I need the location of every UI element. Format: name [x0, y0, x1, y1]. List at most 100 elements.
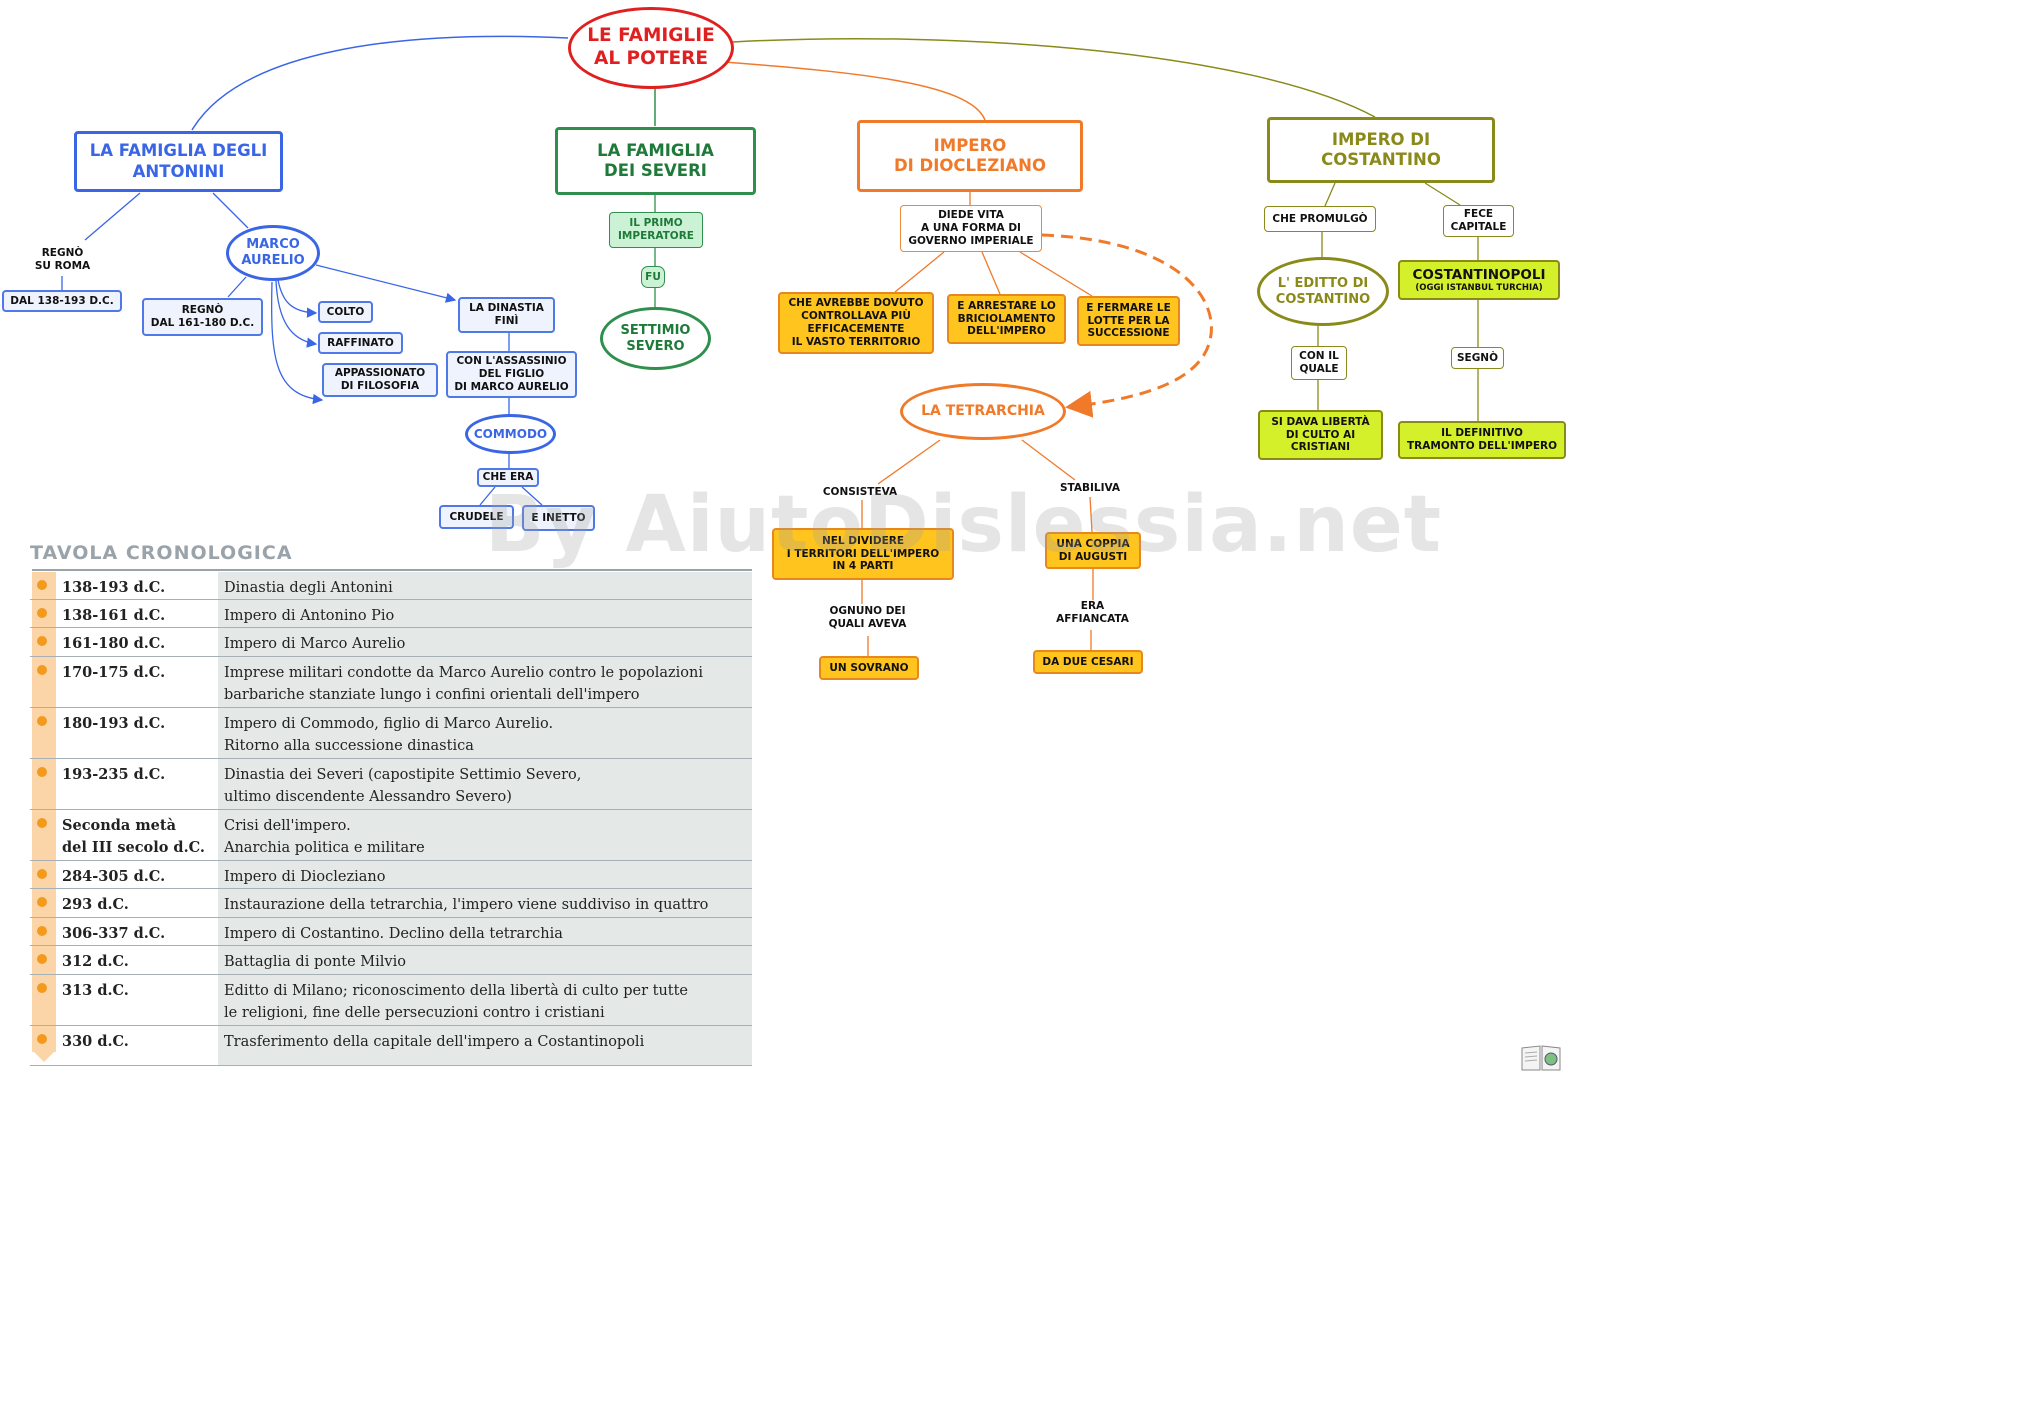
- timeline-bullet-icon: [37, 926, 47, 936]
- promulgo-box: CHE PROMULGÒ: [1264, 206, 1376, 232]
- assassinio-box: CON L'ASSASSINIO DEL FIGLIO DI MARCO AUR…: [446, 351, 577, 398]
- timeline-date: 170-175 d.C.: [62, 664, 166, 681]
- crudele-box: CRUDELE: [439, 505, 514, 529]
- timeline-date: 193-235 d.C.: [62, 766, 166, 783]
- timeline-bullet-icon: [37, 1034, 47, 1044]
- inetto-box: E INETTO: [522, 505, 595, 531]
- timeline-arrow-icon: [32, 1050, 56, 1062]
- commodo-node: COMMODO: [465, 414, 556, 454]
- liberta-box: SI DAVA LIBERTÀ DI CULTO AI CRISTIANI: [1258, 410, 1383, 460]
- timeline-description: Dinastia dei Severi (capostipite Settimi…: [218, 759, 752, 809]
- timeline-description: Battaglia di ponte Milvio: [218, 946, 752, 974]
- segno-box: SEGNÒ: [1451, 347, 1504, 369]
- timeline-bullet-icon: [37, 897, 47, 907]
- costantinopoli-box: COSTANTINOPOLI (OGGI ISTANBUL TURCHIA): [1398, 260, 1560, 300]
- timeline-date: Seconda metà del III secolo d.C.: [62, 817, 205, 856]
- timeline-description: Imprese militari condotte da Marco Aurel…: [218, 657, 752, 707]
- istanbul-text: (OGGI ISTANBUL TURCHIA): [1415, 283, 1543, 294]
- con-il-quale-box: CON IL QUALE: [1291, 346, 1347, 380]
- connector-lines: [61, 35, 1479, 656]
- timeline-bullet-icon: [37, 818, 47, 828]
- timeline-description: Impero di Diocleziano: [218, 861, 752, 888]
- tetrarchia-node: LA TETRARCHIA: [900, 383, 1066, 440]
- affiancata-label: ERA AFFIANCATA: [1056, 600, 1129, 626]
- timeline-description: Editto di Milano; riconoscimento della l…: [218, 975, 752, 1025]
- antonini-regno-label: REGNÒ SU ROMA: [34, 247, 91, 273]
- fermare-box: E FERMARE LE LOTTE PER LA SUCCESSIONE: [1077, 296, 1180, 346]
- timeline-description: Impero di Antonino Pio: [218, 600, 752, 627]
- timeline-row: 161-180 d.C. Impero di Marco Aurelio: [30, 628, 752, 657]
- fu-box: FU: [641, 266, 665, 288]
- timeline-date: 306-337 d.C.: [62, 925, 166, 942]
- antonini-regno-value: DAL 138-193 D.C.: [2, 290, 122, 312]
- consisteva-label: CONSISTEVA: [822, 486, 898, 498]
- marco-regno: REGNÒ DAL 161-180 D.C.: [142, 298, 263, 336]
- ognuno-label: OGNUNO DEI QUALI AVEVA: [828, 605, 907, 631]
- timeline-bullet-icon: [37, 983, 47, 993]
- timeline-table: TAVOLA CRONOLOGICA 138-193 d.C. Dinastia …: [30, 542, 752, 1066]
- timeline-description: Trasferimento della capitale dell'impero…: [218, 1026, 752, 1065]
- timeline-description: Crisi dell'impero. Anarchia politica e m…: [218, 810, 752, 860]
- timeline-row: 180-193 d.C. Impero di Commodo, figlio di…: [30, 708, 752, 759]
- primo-imperatore-box: IL PRIMO IMPERATORE: [609, 212, 703, 248]
- timeline-description: Instaurazione della tetrarchia, l'impero…: [218, 889, 752, 935]
- editto-node: L' EDITTO DI COSTANTINO: [1257, 257, 1389, 326]
- tramonto-box: IL DEFINITIVO TRAMONTO DELL'IMPERO: [1398, 421, 1566, 459]
- timeline-bullet-icon: [37, 608, 47, 618]
- timeline-description: Impero di Marco Aurelio: [218, 628, 752, 656]
- timeline-date: 312 d.C.: [62, 953, 129, 970]
- timeline-date: 180-193 d.C.: [62, 715, 166, 732]
- raffinato-box: RAFFINATO: [318, 332, 403, 354]
- timeline-bullet-icon: [37, 636, 47, 646]
- timeline-row: 293 d.C. Instaurazione della tetrarchia, …: [30, 889, 752, 935]
- antonini-title: LA FAMIGLIA DEGLI ANTONINI: [74, 131, 283, 192]
- timeline-description: Impero di Commodo, figlio di Marco Aurel…: [218, 708, 752, 758]
- timeline-date: 138-193 d.C.: [62, 579, 166, 596]
- timeline-description: Dinastia degli Antonini: [218, 572, 752, 599]
- timeline-date: 161-180 d.C.: [62, 635, 166, 652]
- timeline-description: Impero di Costantino. Declino della tetr…: [218, 918, 752, 945]
- timeline-row: 330 d.C. Trasferimento della capitale del…: [30, 1026, 752, 1066]
- settimio-severo-node: SETTIMIO SEVERO: [600, 307, 711, 370]
- marco-aurelio-node: MARCO AURELIO: [226, 225, 320, 281]
- costantinopoli-text: COSTANTINOPOLI: [1412, 266, 1546, 283]
- timeline-row: Seconda metà del III secolo d.C. Crisi de…: [30, 810, 752, 861]
- dinastia-fini-box: LA DINASTIA FINÌ: [458, 297, 555, 333]
- timeline-row: 312 d.C. Battaglia di ponte Milvio: [30, 946, 752, 975]
- sovrano-box: UN SOVRANO: [819, 656, 919, 680]
- root-node: LE FAMIGLIE AL POTERE: [568, 7, 734, 89]
- fece-capitale-box: FECE CAPITALE: [1443, 205, 1514, 237]
- dividere-box: NEL DIVIDERE I TERRITORI DELL'IMPERO IN …: [772, 528, 954, 580]
- timeline-top-rule: [32, 569, 752, 571]
- timeline-title: TAVOLA CRONOLOGICA: [30, 542, 293, 564]
- timeline-bullet-icon: [37, 869, 47, 879]
- watermark: By AiutoDislessia.net: [485, 480, 1443, 570]
- filosofia-box: APPASSIONATO DI FILOSOFIA: [322, 363, 438, 397]
- timeline-bullet-icon: [37, 580, 47, 590]
- timeline-row: 306-337 d.C. Impero di Costantino. Declin…: [30, 918, 752, 946]
- cesari-box: DA DUE CESARI: [1033, 650, 1143, 674]
- timeline-date: 293 d.C.: [62, 896, 129, 913]
- diede-vita-box: DIEDE VITA A UNA FORMA DI GOVERNO IMPERI…: [900, 205, 1042, 252]
- stabiliva-label: STABILIVA: [1059, 482, 1121, 494]
- timeline-row: 193-235 d.C. Dinastia dei Severi (caposti…: [30, 759, 752, 810]
- timeline-row: 313 d.C. Editto di Milano; riconoscimento…: [30, 975, 752, 1026]
- timeline-bullet-icon: [37, 665, 47, 675]
- controllava-box: CHE AVREBBE DOVUTO CONTROLLAVA PIÙ EFFIC…: [778, 292, 934, 354]
- timeline-bullet-icon: [37, 954, 47, 964]
- timeline-date: 138-161 d.C.: [62, 607, 166, 624]
- book-icon: [1521, 1045, 1561, 1071]
- timeline-bar: [32, 572, 56, 1052]
- costantino-title: IMPERO DI COSTANTINO: [1267, 117, 1495, 183]
- diocleziano-title: IMPERO DI DIOCLEZIANO: [857, 120, 1083, 192]
- timeline-row: 170-175 d.C. Imprese militari condotte da…: [30, 657, 752, 708]
- timeline-row: 138-193 d.C. Dinastia degli Antonini: [30, 572, 752, 600]
- timeline-bullet-icon: [37, 767, 47, 777]
- coppia-box: UNA COPPIA DI AUGUSTI: [1045, 532, 1141, 569]
- timeline-date: 330 d.C.: [62, 1033, 129, 1050]
- timeline-row: 138-161 d.C. Impero di Antonino Pio: [30, 600, 752, 628]
- timeline-row: 284-305 d.C.Impero di Diocleziano: [30, 861, 752, 889]
- timeline-date: 313 d.C.: [62, 982, 129, 999]
- severi-title: LA FAMIGLIA DEI SEVERI: [555, 127, 756, 195]
